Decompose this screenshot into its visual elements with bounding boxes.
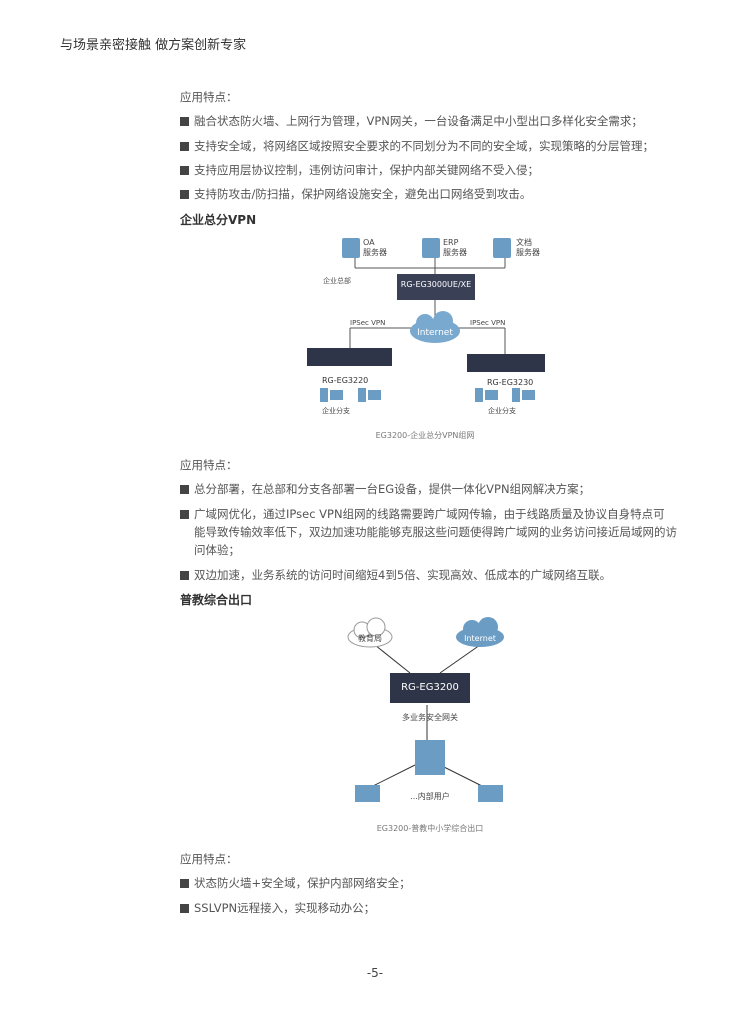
bullet-text: SSLVPN远程接入，实现移动办公；: [194, 901, 376, 915]
bullet-text: 状态防火墙+安全域，保护内部网络安全；: [194, 876, 411, 890]
bullet-text: 双边加速，业务系统的访问时间缩短4到5倍、实现高效、低成本的广域网络互联。: [194, 568, 612, 582]
section-title: 普教综合出口: [180, 593, 253, 607]
vpn-right-label: IPSec VPN: [470, 319, 505, 327]
internet-label: Internet: [464, 634, 496, 643]
bullet: 状态防火墙+安全域，保护内部网络安全；: [180, 874, 411, 892]
bullet-text: 问体验；: [194, 543, 240, 557]
page-number: -5-: [366, 966, 384, 980]
bullet: 总分部署，在总部和分支各部署一台EG设备，提供一体化VPN组网解决方案；: [180, 480, 590, 498]
features-label: 应用特点：: [180, 852, 238, 866]
core-router-icon: [397, 274, 475, 300]
bullet-text: 能导致传输效率低下，双边加速功能能够克服这些问题使得跨广域网的业务访问接近局域网…: [194, 525, 677, 539]
bullet: 支持安全域，将网络区域按照安全要求的不同划分为不同的安全域，实现策略的分层管理；: [180, 137, 654, 155]
switch-icon: [415, 740, 445, 775]
server-name: ERP: [443, 238, 459, 247]
bullet-text: 广域网优化，通过IPsec VPN组网的线路需要跨广域网传输，由于线路质量及协议…: [194, 507, 665, 521]
branch-router-icon: [307, 348, 392, 366]
branch-label: 企业分支: [488, 406, 516, 415]
cloud-icon: [410, 311, 460, 343]
bullet-text: 融合状态防火墙、上网行为管理，VPN网关，一台设备满足中小型出口多样化安全需求；: [194, 114, 643, 128]
diagram-caption: EG3200-企业总分VPN组网: [376, 430, 475, 440]
bullet-text: 支持防攻击/防扫描，保护网络设施安全，避免出口网络受到攻击。: [194, 187, 532, 201]
bullet: SSLVPN远程接入，实现移动办公；: [180, 899, 375, 917]
vpn-left-label: IPSec VPN: [350, 319, 385, 327]
features-label: 应用特点：: [180, 458, 238, 472]
bullet: 支持应用层协议控制，违例访问审计，保护内部关键网络不受入侵；: [180, 161, 539, 179]
section-title: 企业总分VPN: [180, 213, 257, 227]
router-label: RG-EG3200: [401, 682, 459, 693]
edu-label: 教育局: [358, 633, 382, 643]
bullet: 双边加速，业务系统的访问时间缩短4到5倍、实现高效、低成本的广域网络互联。: [180, 566, 611, 584]
features-label: 应用特点：: [180, 90, 238, 104]
monitor-icon: [355, 785, 503, 802]
bullet: 广域网优化，通过IPsec VPN组网的线路需要跨广域网传输，由于线路质量及协议…: [180, 505, 677, 559]
hq-label: 企业总部: [323, 276, 351, 285]
server-type: 服务器: [363, 247, 387, 257]
cloud-icon: [456, 617, 504, 647]
device-label: 多业务安全网关: [402, 712, 458, 722]
bullet-text: 支持安全域，将网络区域按照安全要求的不同划分为不同的安全域，实现策略的分层管理；: [194, 139, 654, 153]
page-header: 与场景亲密接触 做方案创新专家: [60, 38, 247, 53]
core-router-label: RG-EG3000UE/XE: [401, 280, 471, 289]
edu-diagram: 教育局 Internet RG-EG3200 多业务安全网关 ...内部用户 E…: [347, 617, 504, 833]
bullet-text: 总分部署，在总部和分支各部署一台EG设备，提供一体化VPN组网解决方案；: [194, 482, 591, 496]
vpn-diagram: OA 服务器 ERP 服务器 文档 服务器 企业总部 RG-EG3000UE/X…: [307, 237, 545, 440]
diagram-caption: EG3200-普教中小学综合出口: [377, 823, 484, 833]
router-icon: [390, 673, 470, 703]
branch-label: 企业分支: [322, 406, 350, 415]
users-label: ...内部用户: [410, 791, 450, 801]
server-name: 文档: [516, 237, 532, 247]
pc-icon: [320, 388, 535, 402]
bullet: 支持防攻击/防扫描，保护网络设施安全，避免出口网络受到攻击。: [180, 185, 531, 203]
branch-left-label: RG-EG3220: [322, 376, 368, 385]
server-icon: [342, 238, 511, 258]
branch-right-label: RG-EG3230: [487, 378, 533, 387]
internet-label: Internet: [417, 328, 453, 338]
server-type: 服务器: [443, 247, 467, 257]
branch-router-icon: [467, 354, 545, 372]
bullet: 融合状态防火墙、上网行为管理，VPN网关，一台设备满足中小型出口多样化安全需求；: [180, 112, 643, 130]
cloud-icon: [347, 617, 393, 648]
server-name: OA: [363, 238, 375, 247]
bullet-text: 支持应用层协议控制，违例访问审计，保护内部关键网络不受入侵；: [194, 163, 539, 177]
server-type: 服务器: [516, 247, 540, 257]
